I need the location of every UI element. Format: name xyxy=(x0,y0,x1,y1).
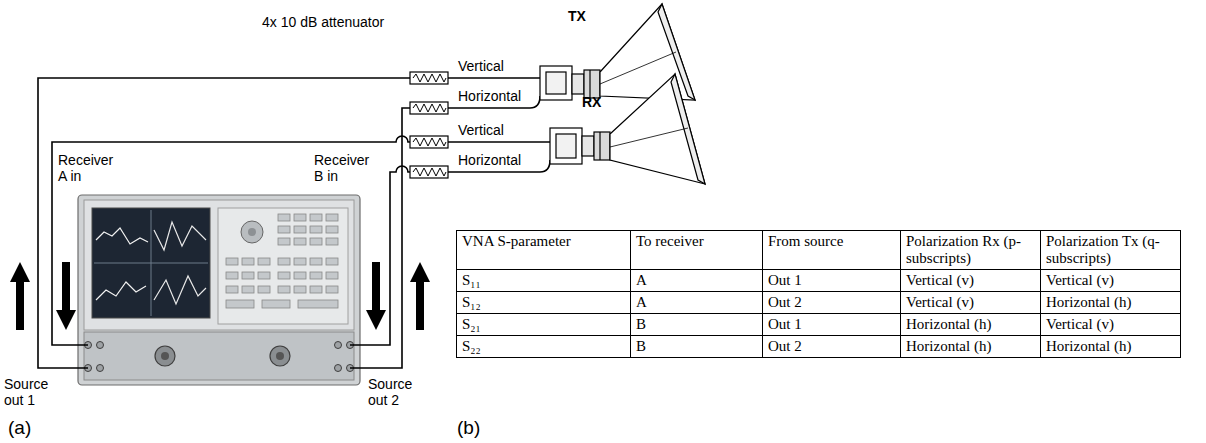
table-value: B xyxy=(636,338,646,354)
table-value: Out 1 xyxy=(768,272,802,288)
table-value: Vertical (v) xyxy=(906,272,974,288)
table-cell: Out 1 xyxy=(763,270,901,292)
table-value: B xyxy=(636,316,646,332)
table-value: A xyxy=(636,272,647,288)
port-label: Receiver A in xyxy=(58,152,122,184)
table-value: S₂₂ xyxy=(462,338,481,354)
table-row: S₂₁ B Out 1 Horizontal (h) Vertical (v) xyxy=(457,314,1181,336)
polarization-label: Vertical xyxy=(458,122,504,138)
table-value: Out 2 xyxy=(768,338,802,354)
antenna-label: RX xyxy=(582,94,601,110)
table-cell: Polarization Tx (q-subscripts) xyxy=(1041,231,1181,270)
table-value: Horizontal (h) xyxy=(1046,294,1131,310)
table-cell: Out 2 xyxy=(763,336,901,358)
table-value: Vertical (v) xyxy=(1046,316,1114,332)
table-cell: B xyxy=(631,314,763,336)
panel-label: (b) xyxy=(457,417,480,439)
table-cell: Horizontal (h) xyxy=(1041,292,1181,314)
table-cell: S₂₂ xyxy=(457,336,631,358)
table-value: S₂₁ xyxy=(462,316,481,332)
table-value: Horizontal (h) xyxy=(906,338,991,354)
table-value: S₁₂ xyxy=(462,294,481,310)
table-header: From source xyxy=(768,233,843,249)
cable xyxy=(38,78,550,368)
table-row: S₂₂ B Out 2 Horizontal (h) Horizontal (h) xyxy=(457,336,1181,358)
table-cell: B xyxy=(631,336,763,358)
table-cell: S₁₁ xyxy=(457,270,631,292)
table-value: Vertical (v) xyxy=(1046,272,1114,288)
table-cell: Vertical (v) xyxy=(1041,314,1181,336)
panel-label: (a) xyxy=(8,417,31,439)
attenuator-resistor xyxy=(413,74,446,176)
table-cell: A xyxy=(631,270,763,292)
table-cell: S₁₂ xyxy=(457,292,631,314)
table-value: Horizontal (h) xyxy=(906,316,991,332)
table-cell: Horizontal (h) xyxy=(901,336,1041,358)
table-value: S₁₁ xyxy=(462,272,481,288)
table-cell: Out 2 xyxy=(763,292,901,314)
table-cell: Horizontal (h) xyxy=(1041,336,1181,358)
table-cell: Polarization Rx (p-subscripts) xyxy=(901,231,1041,270)
table-header: Polarization Tx (q-subscripts) xyxy=(1046,233,1160,266)
s-parameter-table: VNA S-parameter To receiver From source Pol… xyxy=(456,230,1181,358)
antenna-label: TX xyxy=(568,8,586,24)
signal-arrow xyxy=(10,262,430,330)
table-row: S₁₁ A Out 1 Vertical (v) Vertical (v) xyxy=(457,270,1181,292)
table-cell: Vertical (v) xyxy=(1041,270,1181,292)
table-cell: S₂₁ xyxy=(457,314,631,336)
port-label: Source out 2 xyxy=(368,376,422,408)
table-value: Horizontal (h) xyxy=(1046,338,1131,354)
table-cell: Vertical (v) xyxy=(901,292,1041,314)
table-cell: Horizontal (h) xyxy=(901,314,1041,336)
port-label: Receiver B in xyxy=(314,152,378,184)
port-label: Source out 1 xyxy=(4,376,58,408)
attenuator-note: 4x 10 dB attenuator xyxy=(262,14,384,30)
table-cell: Out 1 xyxy=(763,314,901,336)
table-value: Out 2 xyxy=(768,294,802,310)
polarization-label: Horizontal xyxy=(458,88,521,104)
table-header: Polarization Rx (p-subscripts) xyxy=(906,233,1021,266)
rx-horn-antenna xyxy=(550,74,705,184)
table-cell: A xyxy=(631,292,763,314)
table-header-row: VNA S-parameter To receiver From source Pol… xyxy=(457,231,1181,270)
table-header: VNA S-parameter xyxy=(462,233,571,249)
table-value: A xyxy=(636,294,647,310)
table-cell: VNA S-parameter xyxy=(457,231,631,270)
table-cell: To receiver xyxy=(631,231,763,270)
table-row: S₁₂ A Out 2 Vertical (v) Horizontal (h) xyxy=(457,292,1181,314)
table-cell: Vertical (v) xyxy=(901,270,1041,292)
network-analyzer xyxy=(78,195,360,385)
polarization-label: Horizontal xyxy=(458,152,521,168)
table-value: Out 1 xyxy=(768,316,802,332)
attenuator-symbol xyxy=(410,72,448,178)
table-value: Vertical (v) xyxy=(906,294,974,310)
table-cell: From source xyxy=(763,231,901,270)
polarization-label: Vertical xyxy=(458,58,504,74)
table-header: To receiver xyxy=(636,233,704,249)
